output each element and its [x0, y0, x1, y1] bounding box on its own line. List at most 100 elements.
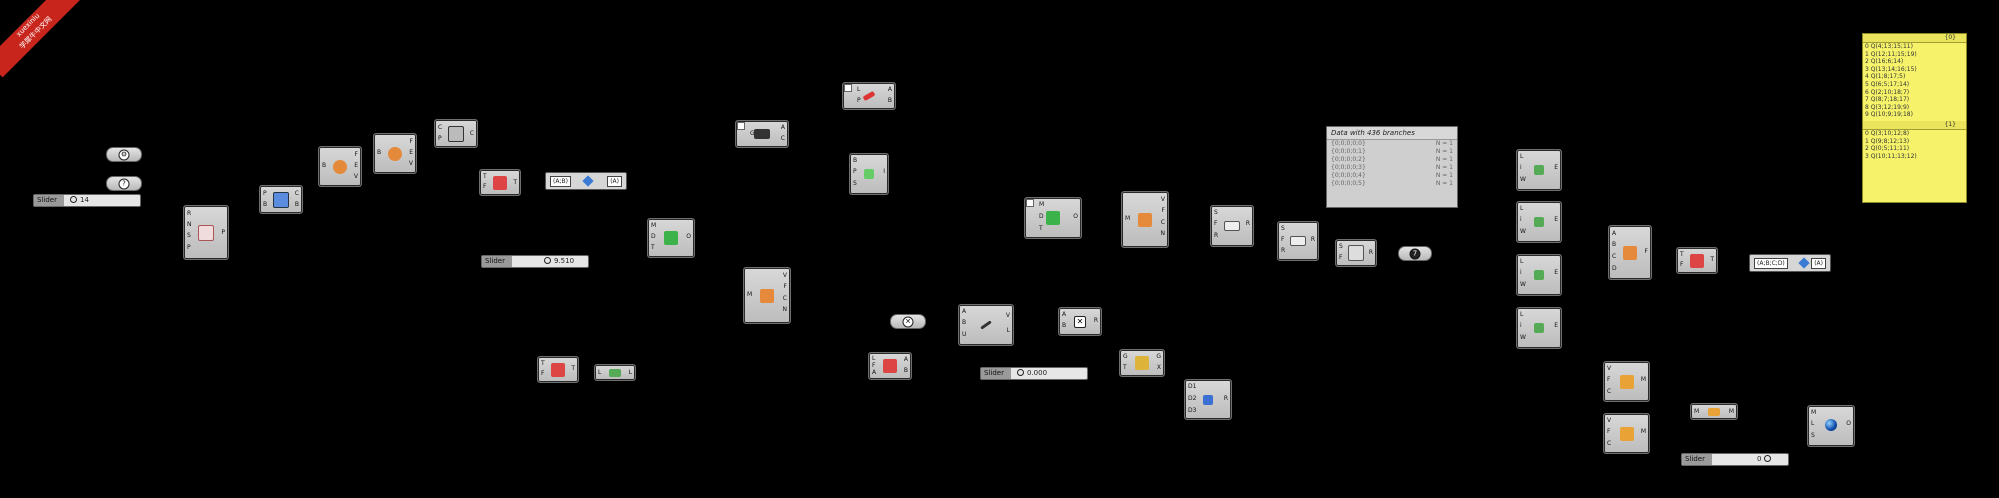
input-label: C — [1607, 440, 1612, 447]
component-c12[interactable]: T F T — [537, 356, 579, 383]
tree-branch-icon — [493, 175, 507, 190]
cross-reference-node[interactable]: ✕ — [890, 314, 926, 329]
component-c16[interactable]: A B R ✕ — [1058, 307, 1102, 336]
component-c3[interactable]: B F E V — [318, 146, 362, 187]
slider-grip-icon[interactable] — [1764, 455, 1772, 462]
param-node[interactable]: ? — [106, 176, 142, 191]
slider-value[interactable]: 9.510 — [544, 256, 574, 267]
output-label: A — [903, 356, 908, 363]
component-c24[interactable]: L i W E — [1516, 149, 1562, 191]
input-label: F — [541, 370, 545, 377]
construct-mesh-face-icon — [1623, 245, 1637, 260]
custom-preview-icon — [1825, 419, 1837, 431]
expression-node[interactable]: (A;B) (A) — [545, 172, 627, 190]
output-label: G — [1156, 353, 1161, 360]
text-abc-icon — [1348, 245, 1364, 261]
input-label: D — [1612, 265, 1617, 272]
component-c14[interactable]: L F A A B — [868, 352, 912, 380]
expand-corner-icon[interactable] — [844, 84, 852, 92]
number-badge-icon: 7 — [1409, 248, 1421, 259]
output-label: N — [782, 306, 788, 313]
component-c20[interactable]: D1 D2 D3 R — [1184, 379, 1232, 420]
slider-grip-icon[interactable] — [70, 196, 77, 203]
component-c18[interactable]: M V F C N — [1121, 191, 1169, 248]
slider-grip-icon[interactable] — [544, 257, 551, 264]
component-c25[interactable]: L i W E — [1516, 201, 1562, 243]
input-label: i — [1520, 322, 1522, 329]
component-c29[interactable]: T F T — [1676, 247, 1718, 274]
flatten-icon — [609, 368, 621, 377]
expression-node[interactable]: (A;B;C;D) (A) — [1749, 254, 1831, 272]
component-c26[interactable]: L i W E — [1516, 254, 1562, 296]
tree-branch-icon — [1690, 253, 1704, 268]
slider-grip-icon[interactable] — [1017, 369, 1024, 376]
component-c9[interactable]: L P A B — [842, 82, 896, 110]
expression-output[interactable]: (A) — [607, 176, 622, 187]
slider-value[interactable]: 0.000 — [1017, 368, 1047, 379]
component-c30[interactable]: V F C M — [1603, 361, 1650, 402]
component-c33[interactable]: M L S O — [1807, 405, 1855, 447]
input-label: L — [1520, 311, 1524, 318]
boolean-toggle-node[interactable]: ⚙ — [106, 147, 142, 162]
component-c8[interactable]: G A C — [735, 120, 789, 148]
component-c17[interactable]: M D T O — [1024, 197, 1082, 239]
component-c32[interactable]: M M — [1690, 403, 1738, 420]
output-label: F — [1161, 207, 1165, 214]
component-c1[interactable]: R N S P P — [183, 205, 229, 260]
deconstruct-brep-icon — [388, 146, 402, 161]
list-item-icon — [1534, 270, 1544, 280]
expand-corner-icon[interactable] — [1026, 199, 1034, 207]
slider-label: Slider — [482, 256, 512, 267]
component-c31[interactable]: V F C M — [1603, 413, 1650, 454]
component-c7[interactable]: M D T O — [647, 218, 695, 258]
number-slider[interactable]: Slider 14 — [33, 194, 141, 207]
component-c6[interactable]: T F T — [479, 169, 521, 196]
panel-number-node[interactable]: 7 — [1398, 246, 1432, 261]
output-label: A — [887, 86, 892, 93]
input-label: L — [1811, 420, 1815, 427]
expression-input[interactable]: (A;B;C;D) — [1754, 258, 1788, 269]
component-c15[interactable]: A B U V L — [958, 304, 1014, 346]
yellow-output-panel[interactable]: {0} 0 Q(4;13;15;11) 1 Q(12;11;15;19) 2 Q… — [1862, 33, 1967, 203]
mesh-icon — [1046, 211, 1060, 225]
component-c11[interactable]: M V F C N — [743, 267, 791, 324]
input-label: L — [872, 355, 876, 362]
component-c5[interactable]: C P C — [434, 119, 478, 148]
expand-corner-icon[interactable] — [737, 122, 745, 130]
point-inclusion-icon — [864, 169, 874, 179]
component-c22[interactable]: S F R R — [1277, 221, 1319, 261]
component-c2[interactable]: P B C B — [259, 185, 303, 214]
number-slider[interactable]: Slider 0 — [1681, 453, 1789, 466]
input-label: T — [1123, 364, 1127, 371]
output-label: F — [409, 138, 413, 145]
component-c4[interactable]: B F E V — [373, 133, 417, 174]
component-c23[interactable]: S F R — [1335, 239, 1377, 267]
construct-mesh-icon — [1619, 426, 1634, 441]
input-label: D1 — [1188, 383, 1197, 390]
input-label: A — [962, 308, 967, 315]
input-label: L — [1520, 258, 1524, 265]
component-c27[interactable]: L i W E — [1516, 307, 1562, 349]
slider-value[interactable]: 14 — [70, 195, 89, 206]
number-slider[interactable]: Slider 9.510 — [481, 255, 589, 268]
branch-header: {1} — [1863, 120, 1966, 130]
input-label: A — [872, 369, 877, 376]
input-label: R — [187, 210, 192, 217]
slider-value[interactable]: 0 — [1757, 454, 1774, 465]
data-panel[interactable]: Data with 436 branches {0;0;0;0;0}N = 1 … — [1326, 126, 1458, 208]
list-item-icon — [1534, 165, 1544, 175]
component-c28[interactable]: A B C D F — [1608, 225, 1652, 280]
component-c10[interactable]: B P S I — [849, 153, 889, 195]
input-label: W — [1520, 281, 1526, 288]
expression-input[interactable]: (A;B) — [550, 176, 571, 187]
component-c13[interactable]: L L — [594, 364, 636, 381]
graph-mapper-icon — [1135, 356, 1149, 370]
input-label: F — [1680, 261, 1684, 268]
component-c19[interactable]: G T G X — [1119, 349, 1165, 377]
input-label: B — [1612, 241, 1617, 248]
mesh-icon — [664, 231, 678, 245]
component-c21[interactable]: S F R R — [1210, 205, 1254, 247]
expression-output[interactable]: (A) — [1811, 258, 1826, 269]
number-slider[interactable]: Slider 0.000 — [980, 367, 1088, 380]
